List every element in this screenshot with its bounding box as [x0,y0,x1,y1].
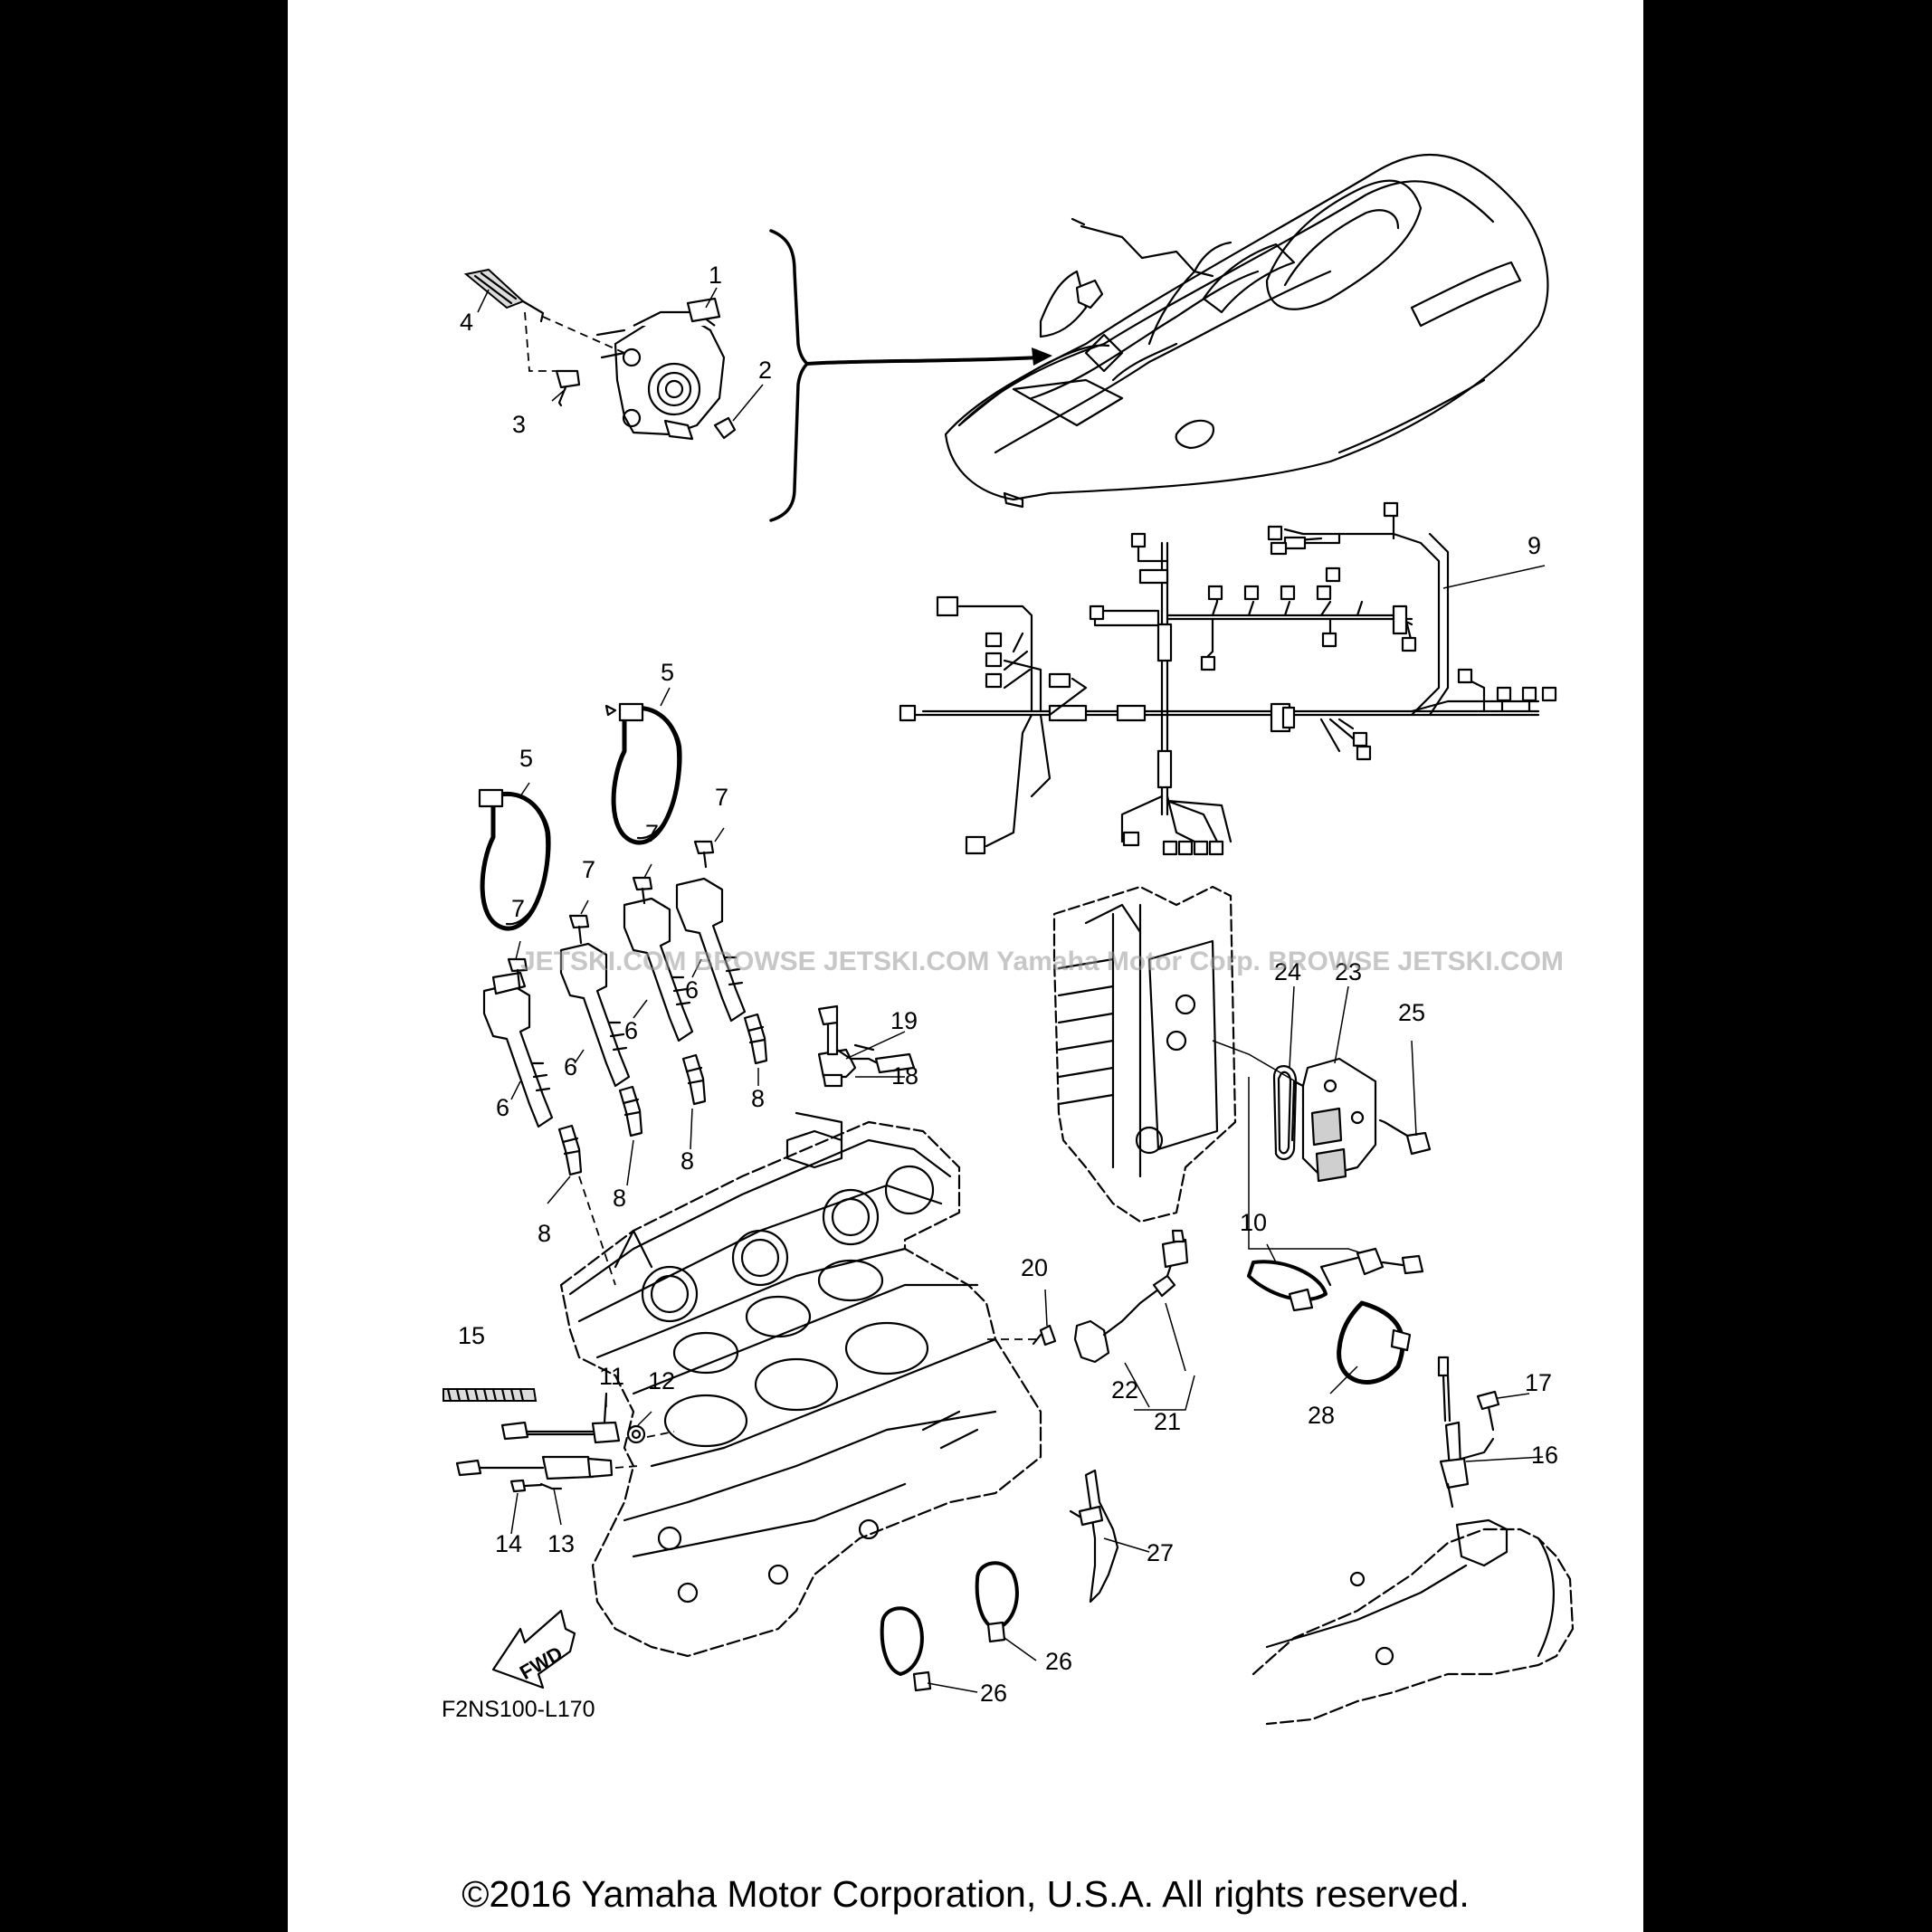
bolt-14 [509,1479,543,1493]
callout-8a: 8 [751,1085,765,1112]
callout-15: 15 [458,1322,485,1349]
cam-sensor [817,1004,916,1088]
ignition-coil-2 [559,942,631,1088]
ecu-leader-lines [1212,1040,1363,1254]
cable-clamp-27 [1069,1469,1119,1604]
sensor-20 [986,1324,1057,1347]
callout-8b: 8 [680,1147,694,1175]
label-brackets [1134,1375,1195,1411]
callout-4: 4 [460,309,473,336]
screw-3 [555,369,581,407]
watermark: JETSKI.COM BROWSE JETSKI.COM Yamaha Moto… [520,947,1564,976]
diagram-code: F2NS100-L170 [442,1697,595,1722]
cable-tie-10 [1247,1260,1328,1312]
leader-lines [477,287,1546,1693]
washer-12 [626,1424,675,1444]
callout-26a: 26 [1045,1648,1072,1675]
callout-1: 1 [709,262,722,289]
callout-numbers: 1 2 3 4 9 5 5 7 7 7 7 6 6 6 6 8 8 8 8 19… [458,262,1558,1707]
spark-plugs [557,1013,768,1286]
callout-13: 13 [547,1530,575,1557]
ignition-coil-3 [623,897,694,1042]
copyright-notice: ©2016 Yamaha Motor Corporation, U.S.A. A… [462,1873,1470,1915]
callout-7b: 7 [645,820,659,847]
cable-clamp-26b [880,1606,932,1692]
callout-5b: 5 [519,745,533,772]
cable-tie-5b [478,788,551,931]
gasket-24 [1272,1065,1298,1161]
callout-28: 28 [1308,1402,1335,1429]
callout-5a: 5 [661,659,674,686]
bolt-25 [1378,1118,1432,1156]
sensor-11 [500,1392,621,1444]
callout-6c: 6 [564,1053,577,1080]
bracket-10-28 [1319,1247,1424,1287]
callout-11: 11 [599,1363,624,1390]
callout-27: 27 [1147,1539,1174,1566]
callout-21: 21 [1154,1408,1181,1435]
callout-19: 19 [890,1007,918,1034]
throttle-position-sensor [595,297,737,441]
watercraft-illustration [944,153,1549,509]
callout-6d: 6 [496,1094,509,1121]
callout-17: 17 [1525,1369,1552,1396]
sensor-13 [455,1455,639,1490]
fwd-arrow: FWD [491,1609,576,1689]
engine-side-view [1052,885,1237,1223]
callout-6a: 6 [685,976,699,1004]
ignition-coil-1 [482,971,554,1128]
wire-harness [899,501,1557,856]
callout-26b: 26 [980,1680,1007,1707]
spacer-15 [443,1387,538,1403]
callout-7a: 7 [715,784,728,811]
callout-7c: 7 [582,856,595,883]
cable-tie-28 [1337,1300,1412,1385]
callout-16: 16 [1531,1442,1558,1469]
location-pointer [769,229,1052,522]
callout-8c: 8 [613,1185,626,1212]
callout-14: 14 [495,1530,522,1557]
callout-20: 20 [1021,1254,1048,1281]
callout-9: 9 [1528,532,1541,559]
cable-clamp-26a [975,1561,1019,1643]
cable-tie-5a [604,702,682,845]
callout-6b: 6 [624,1017,638,1044]
exhaust-pipe [1252,1518,1575,1726]
ignition-coil-4 [675,877,747,1023]
bolt-17 [1476,1390,1500,1432]
callout-10: 10 [1240,1209,1267,1236]
screw-4 [463,268,625,372]
callout-3: 3 [512,411,526,438]
engine-block [559,1111,1042,1658]
callout-23: 23 [1335,958,1362,985]
callout-22: 22 [1111,1376,1138,1404]
callout-2: 2 [758,357,772,384]
callout-24: 24 [1274,958,1301,985]
callout-18: 18 [891,1062,918,1090]
sensor-21-22 [1073,1229,1189,1408]
ignition-coils [482,877,747,1128]
sensor-16 [1437,1356,1495,1508]
ecu [1290,1057,1377,1183]
callout-8d: 8 [538,1220,551,1247]
callout-25: 25 [1398,999,1425,1026]
callout-12: 12 [648,1367,675,1394]
callout-7d: 7 [511,895,525,922]
coil-bolts [507,840,715,988]
